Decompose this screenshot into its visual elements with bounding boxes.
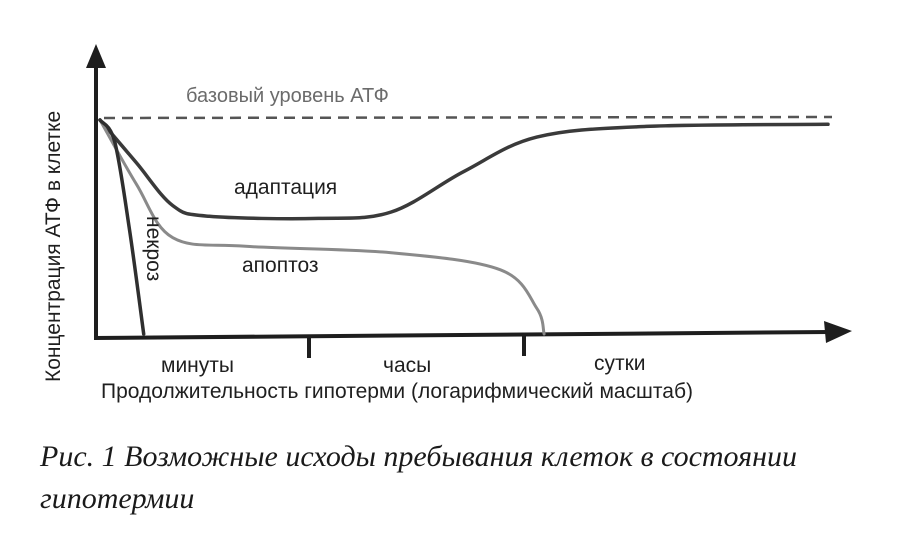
x-tick-label-days: сутки bbox=[594, 352, 646, 375]
figure-caption: Рис. 1 Возможные исходы пребывания клето… bbox=[40, 440, 797, 515]
x-axis bbox=[93, 330, 831, 340]
y-axis-arrow bbox=[86, 44, 106, 68]
x-tick-label-minutes: минуты bbox=[161, 354, 234, 377]
series-line-necrosis bbox=[98, 118, 146, 336]
x-axis-label: Продолжительность гипотерми (логарифмиче… bbox=[101, 380, 693, 403]
x-tick-label-hours: часы bbox=[383, 354, 431, 377]
series-label-necrosis: некроз bbox=[142, 216, 165, 281]
series-label-apoptosis: апоптоз bbox=[242, 254, 319, 277]
x-axis-arrow bbox=[824, 321, 852, 343]
series-group bbox=[98, 118, 830, 336]
series-label-adaptation: адаптация bbox=[234, 176, 337, 199]
series-line-adaptation bbox=[98, 118, 830, 221]
y-axis-label: Концентрация АТФ в клетке bbox=[42, 111, 65, 382]
baseline-label: базовый уровень АТФ bbox=[186, 85, 389, 107]
series-line-apoptosis bbox=[98, 118, 546, 336]
baseline-dashed-line bbox=[103, 115, 833, 120]
